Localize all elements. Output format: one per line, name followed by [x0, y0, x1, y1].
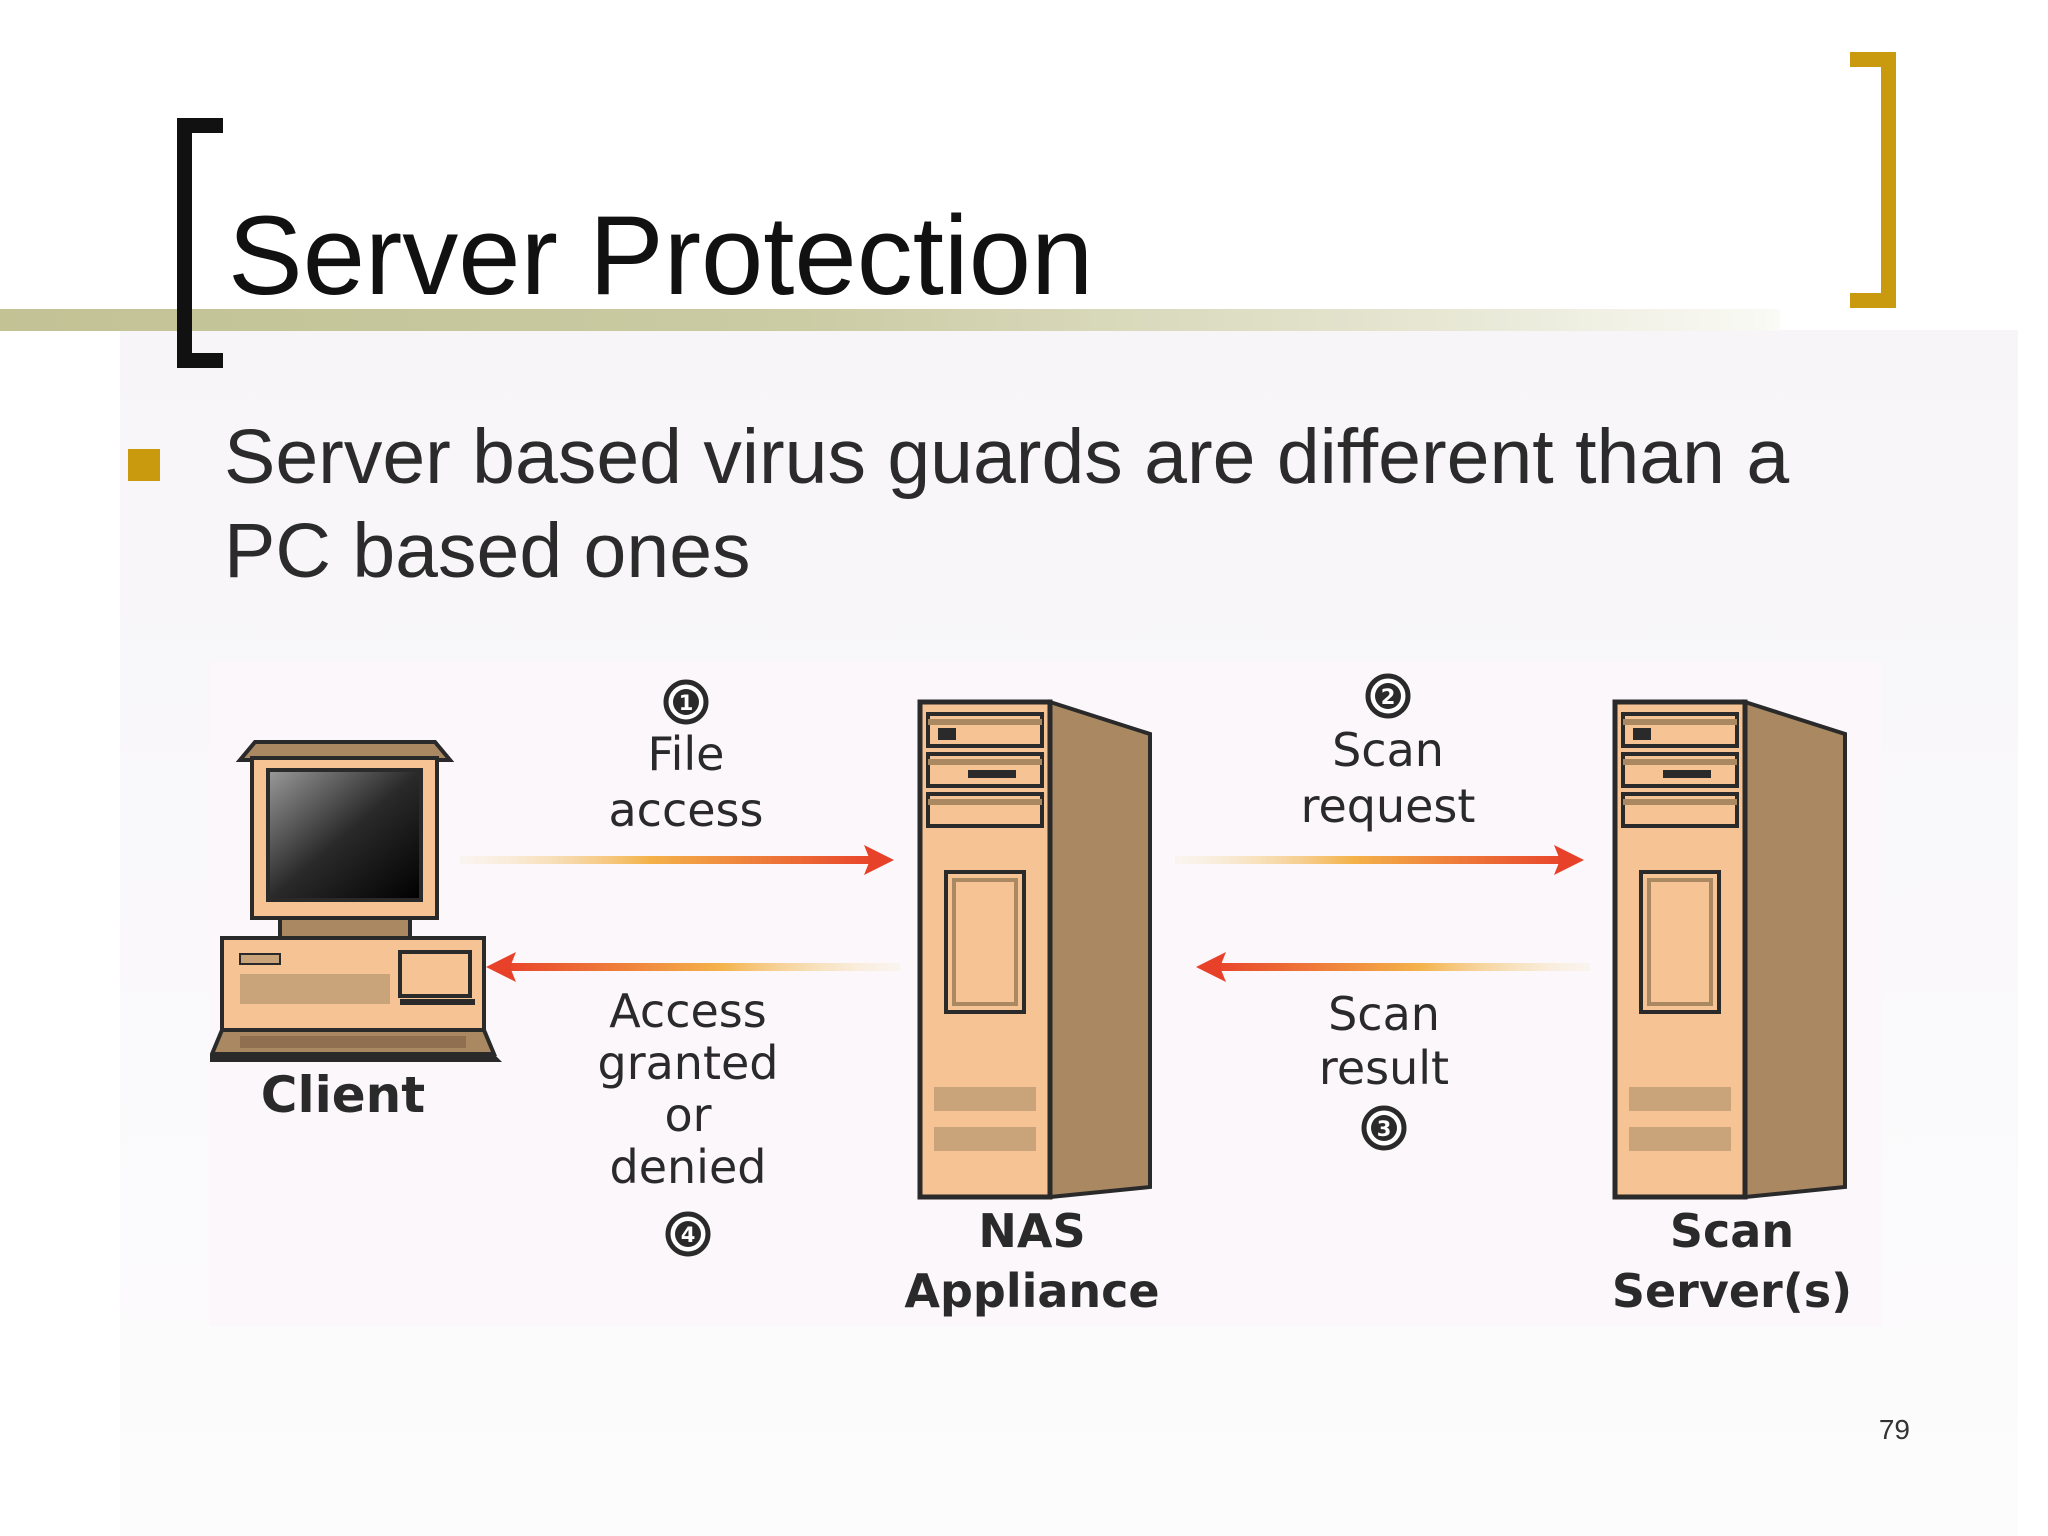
- diagram-arrows: [460, 845, 1590, 982]
- step-1-label-line: File: [648, 727, 725, 781]
- step-1-label-line: access: [608, 783, 763, 837]
- svg-text:1: 1: [679, 691, 694, 715]
- step-3-badge: 3: [1361, 1105, 1407, 1151]
- bullet-marker: [128, 449, 160, 481]
- slide-title: Server Protection: [228, 193, 1094, 318]
- left-bracket-decoration: [177, 118, 223, 368]
- step-2-badge: 2: [1365, 673, 1411, 719]
- client-label: Client: [261, 1066, 425, 1124]
- step-4-label-line: granted: [598, 1036, 779, 1090]
- arrow-scan-result: [1196, 952, 1590, 982]
- step-1-badge: 1: [663, 679, 709, 725]
- step-3-label-line: Scan: [1328, 987, 1440, 1041]
- step-4-label-line: denied: [610, 1140, 767, 1194]
- step-4-badge: 4: [665, 1211, 711, 1257]
- step-2-label-line: request: [1301, 779, 1476, 833]
- nas-appliance-server-icon: [917, 699, 1152, 1200]
- step-2-label-line: Scan: [1332, 723, 1444, 777]
- page-number: 79: [1878, 1414, 1910, 1445]
- bullet-text: Server based virus guards are different …: [224, 414, 1790, 594]
- nas-label-line1: NAS: [978, 1204, 1085, 1258]
- nas-label-line2: Appliance: [904, 1264, 1159, 1318]
- svg-text:3: 3: [1377, 1117, 1392, 1141]
- svg-text:4: 4: [681, 1223, 696, 1247]
- arrow-file-access: [460, 845, 894, 875]
- scan-server-label-line2: Server(s): [1612, 1264, 1852, 1318]
- arrow-scan-request: [1175, 845, 1584, 875]
- step-4-label-line: or: [664, 1088, 711, 1142]
- scan-server-label-line1: Scan: [1670, 1204, 1794, 1258]
- scan-server-icon: [1612, 699, 1847, 1200]
- step-4-label-line: Access: [609, 984, 766, 1038]
- client-computer-icon: [210, 740, 502, 1062]
- right-bracket-decoration: [1850, 52, 1896, 308]
- step-3-label-line: result: [1319, 1041, 1449, 1095]
- svg-text:2: 2: [1381, 685, 1396, 709]
- title-underline-bar: [0, 309, 1780, 331]
- arrow-access-result: [486, 952, 900, 982]
